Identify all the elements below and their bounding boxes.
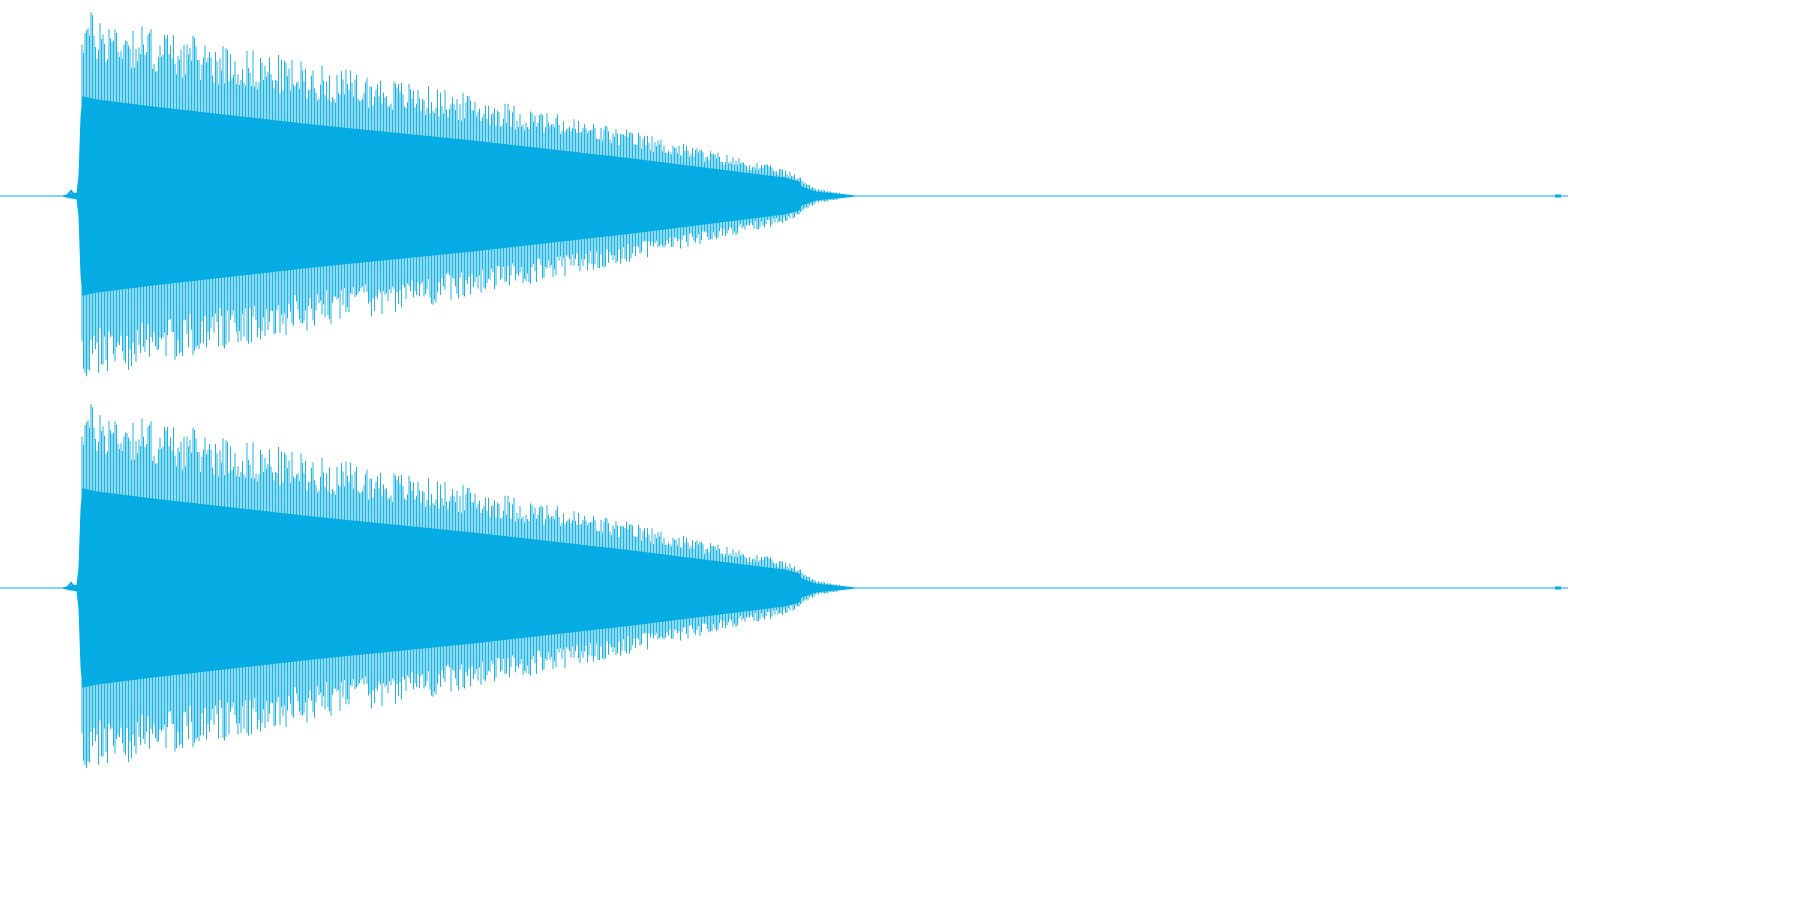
- waveform-pre-onset-blip: [66, 581, 84, 595]
- waveform-pre-onset-blip: [66, 189, 84, 203]
- waveform-samples: [81, 12, 855, 377]
- channel-2-waveform: [0, 404, 1568, 769]
- channel-1-waveform: [0, 12, 1568, 377]
- waveform-samples: [81, 404, 855, 769]
